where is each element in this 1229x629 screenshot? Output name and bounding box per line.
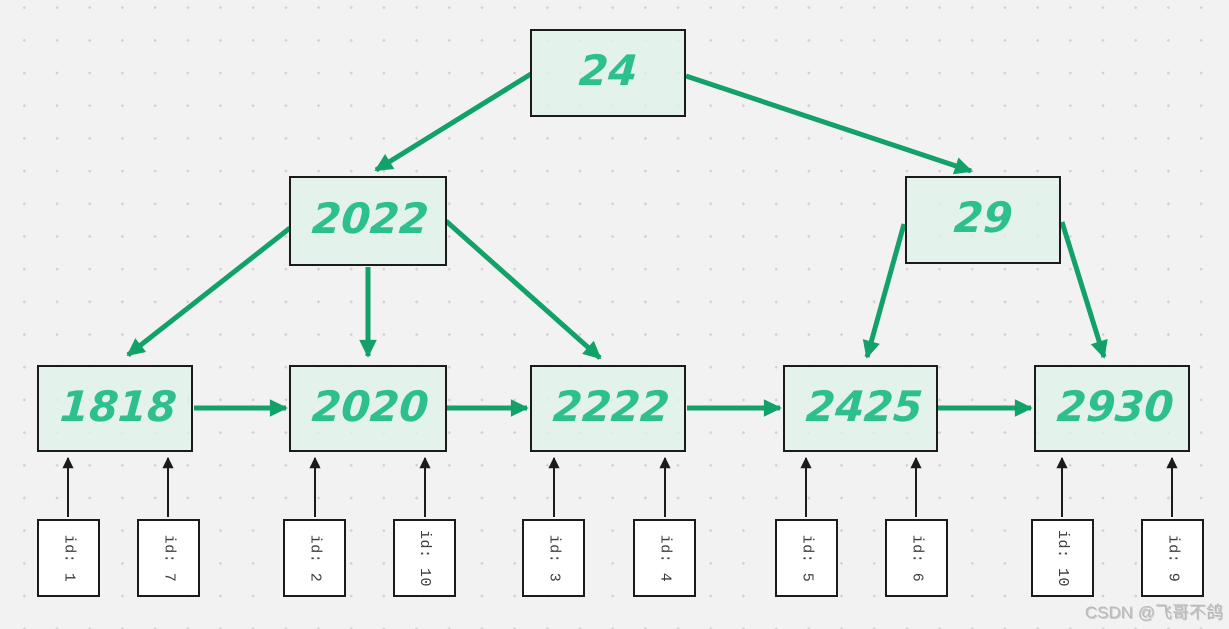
record-box-id-5: id: 5 (775, 519, 838, 597)
record-box-id-4: id: 4 (633, 519, 696, 597)
node-key: 18 (116, 381, 179, 431)
tree-node-root: 24 (530, 29, 686, 117)
record-box-id-10a: id: 10 (393, 519, 456, 597)
edge-internal-right-to-leaf4-icon (862, 223, 907, 359)
record-label: id: 7 (159, 534, 177, 582)
record-box-id-7: id: 7 (137, 519, 200, 597)
record-label: id: 2 (305, 534, 323, 582)
tree-leaf-20-20: 20 20 (289, 365, 447, 452)
node-key: 22 (609, 381, 672, 431)
record-box-id-3: id: 3 (522, 519, 585, 597)
node-key: 29 (1055, 381, 1118, 431)
tree-leaf-22-22: 22 22 (530, 365, 686, 452)
record-box-id-2: id: 2 (283, 519, 346, 597)
node-key: 20 (310, 381, 373, 431)
record-box-id-9: id: 9 (1141, 519, 1204, 597)
node-key: 25 (862, 381, 925, 431)
record-label: id: 10 (1053, 529, 1071, 587)
record-box-id-1: id: 1 (37, 519, 100, 597)
node-key: 24 (804, 381, 867, 431)
record-box-id-10b: id: 10 (1031, 519, 1094, 597)
edge-internal-left-to-leaf3-icon (444, 219, 602, 360)
tree-node-internal-left: 20 22 (289, 176, 447, 266)
edge-internal-left-to-leaf1-icon (126, 226, 292, 357)
record-label: id: 3 (544, 534, 562, 582)
record-box-id-6: id: 6 (885, 519, 948, 597)
node-key: 22 (551, 381, 614, 431)
edge-internal-right-to-leaf5-icon (1059, 221, 1108, 359)
watermark: CSDN @飞哥不鸽 (1084, 603, 1223, 622)
node-key: 24 (577, 46, 640, 95)
record-label: id: 9 (1163, 534, 1181, 582)
node-key: 22 (368, 194, 431, 243)
tree-leaf-18-18: 18 18 (37, 365, 193, 452)
record-label: id: 5 (797, 534, 815, 582)
record-label: id: 4 (655, 534, 673, 582)
tree-leaf-24-25: 24 25 (783, 365, 938, 452)
node-key: 18 (58, 381, 121, 431)
tree-node-internal-right: 29 (905, 176, 1061, 264)
record-label: id: 6 (907, 534, 925, 582)
edge-root-to-internal-right-icon (685, 73, 973, 175)
node-key: 20 (368, 381, 431, 431)
tree-leaf-29-30: 29 30 (1034, 365, 1190, 452)
node-key: 30 (1113, 381, 1176, 431)
node-key: 20 (310, 194, 373, 243)
node-key: 29 (952, 193, 1015, 242)
edge-root-to-internal-left-icon (374, 71, 533, 173)
record-label: id: 1 (59, 534, 77, 582)
record-label: id: 10 (415, 529, 433, 587)
